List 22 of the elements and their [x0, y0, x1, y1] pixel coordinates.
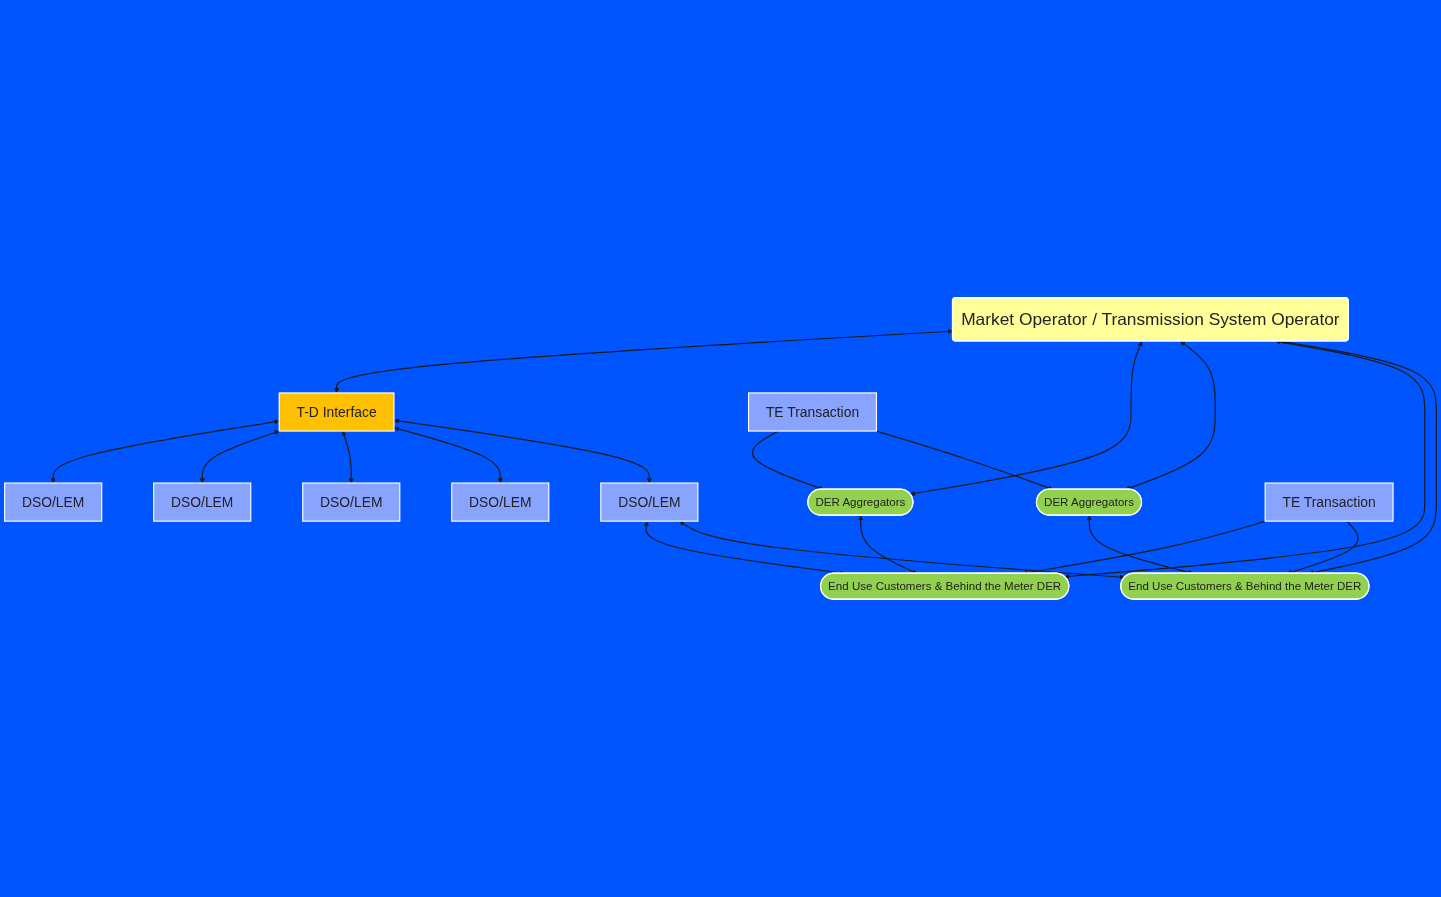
arrow: [1125, 341, 1216, 491]
arrow: [751, 430, 824, 491]
arrow: [341, 431, 354, 484]
arrow: [199, 430, 280, 484]
arrow: [393, 418, 652, 484]
arrow: [910, 341, 1143, 496]
node-box: TE Transaction: [748, 392, 878, 432]
node-box: DSO/LEM: [153, 482, 252, 522]
arrow: [393, 426, 503, 484]
node-box: DSO/LEM: [600, 482, 699, 522]
arrow: [50, 419, 280, 484]
node-box: TE Transaction: [1264, 482, 1394, 522]
arrow: [679, 521, 1125, 580]
node-box: DSO/LEM: [4, 482, 103, 522]
arrow: [858, 515, 918, 574]
arrow: [334, 329, 953, 394]
arrow: [1086, 515, 1194, 575]
node-box: DSO/LEM: [451, 482, 550, 522]
node-box: DSO/LEM: [302, 482, 401, 522]
arrow: [875, 430, 1054, 491]
arrow: [1287, 520, 1359, 575]
node-box: T-D Interface: [278, 392, 395, 432]
